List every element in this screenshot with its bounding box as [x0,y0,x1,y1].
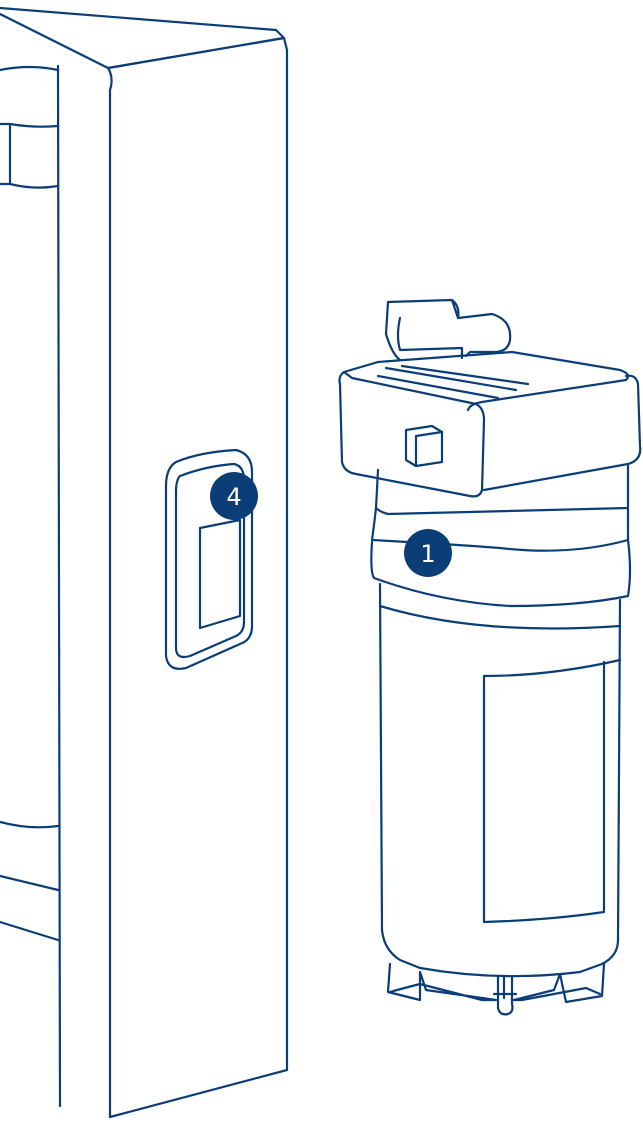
filter-canister [380,584,620,976]
filter-bracket [386,300,510,360]
filter-shoulder [380,606,620,629]
filter-collar [376,466,628,514]
callout-4[interactable]: 4 [210,472,258,520]
cabinet-top-edge [0,8,284,68]
callout-1-label: 1 [420,540,435,568]
filter-head-button[interactable] [406,426,442,466]
filter-base-feet [388,964,604,1002]
filter-label-panel [484,662,604,922]
control-panel-screen [200,520,240,628]
filter-head-ridges [378,366,528,398]
filter-unit: 1 [340,300,641,1014]
cabinet-front-edge [108,68,112,1117]
filter-head-right [484,376,640,490]
cabinet-side-panel [108,38,287,1117]
filter-head-button-inner [416,432,442,466]
cabinet-lower-drawer [0,822,58,940]
callout-4-label: 4 [226,483,241,511]
filter-drain-valve [494,976,516,1014]
filter-shoulder-2 [484,660,620,676]
filter-head-top [344,352,628,410]
callout-1[interactable]: 1 [404,529,452,577]
cabinet-door-frame [58,66,60,1106]
cabinet-upper-compartment [0,124,58,188]
cabinet: 4 [0,8,287,1117]
cabinet-top-lip [0,67,58,70]
